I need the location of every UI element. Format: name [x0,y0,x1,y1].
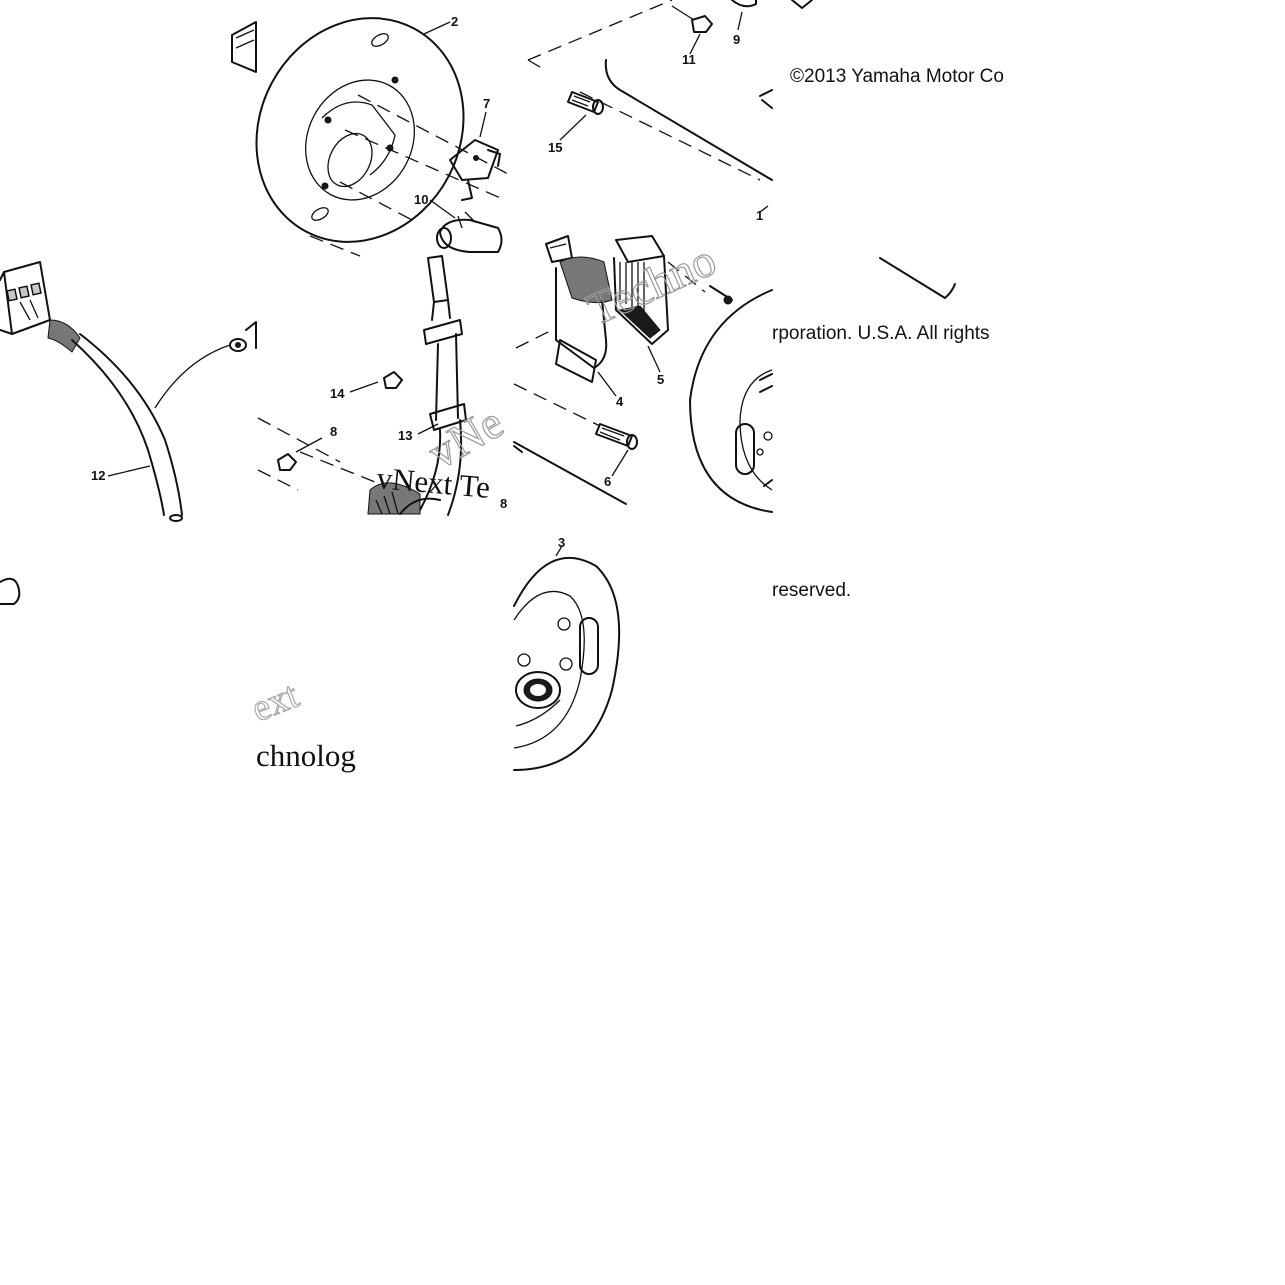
callout-6: 6 [604,474,611,489]
blank-area [1030,0,1285,320]
flywheel-rotor [689,289,773,513]
bolt-part [513,383,638,505]
callout-labels: 2 3 4 5 6 7 8 8 9 10 11 12 13 14 15 1 [91,14,763,550]
callout-7: 7 [483,96,490,111]
cap-part [0,577,21,605]
callout-8: 8 [330,424,337,439]
callout-11: 11 [682,52,696,67]
connector-box-part [231,21,257,73]
callout-1: 1 [756,208,763,223]
rectifier-part [515,235,617,397]
stator-base-plate [231,17,511,257]
callout-5: 5 [657,372,664,387]
upper-right-hardware [527,0,956,299]
callout-3: 3 [558,535,565,550]
callout-2: 2 [451,14,458,29]
callout-12: 12 [91,468,105,483]
copyright-line-1: ©2013 Yamaha Motor Co [790,66,1004,87]
regulator-part [613,235,733,373]
callout-15: 15 [548,140,562,155]
flywheel-lower [513,545,621,771]
watermark: Techno vNe vNext Te ext chnolog [245,233,724,773]
callout-4: 4 [616,394,624,409]
copyright-notice: ©2013 Yamaha Motor Co rporation. U.S.A. … [772,66,1004,601]
cable-grommet-part [257,255,467,516]
callout-10: 10 [414,192,428,207]
wire-harness-part [0,261,257,522]
condenser-part [429,199,503,253]
copyright-line-2: rporation. U.S.A. All rights [772,323,990,344]
contact-breaker-part [449,111,501,201]
callout-13: 13 [398,428,412,443]
watermark-fragment: chnolog [256,738,356,773]
copyright-line-3: reserved. [772,580,851,601]
callout-8-second: 8 [500,496,507,511]
watermark-ext: ext [246,674,305,730]
callout-14: 14 [330,386,345,401]
callout-9: 9 [733,32,740,47]
